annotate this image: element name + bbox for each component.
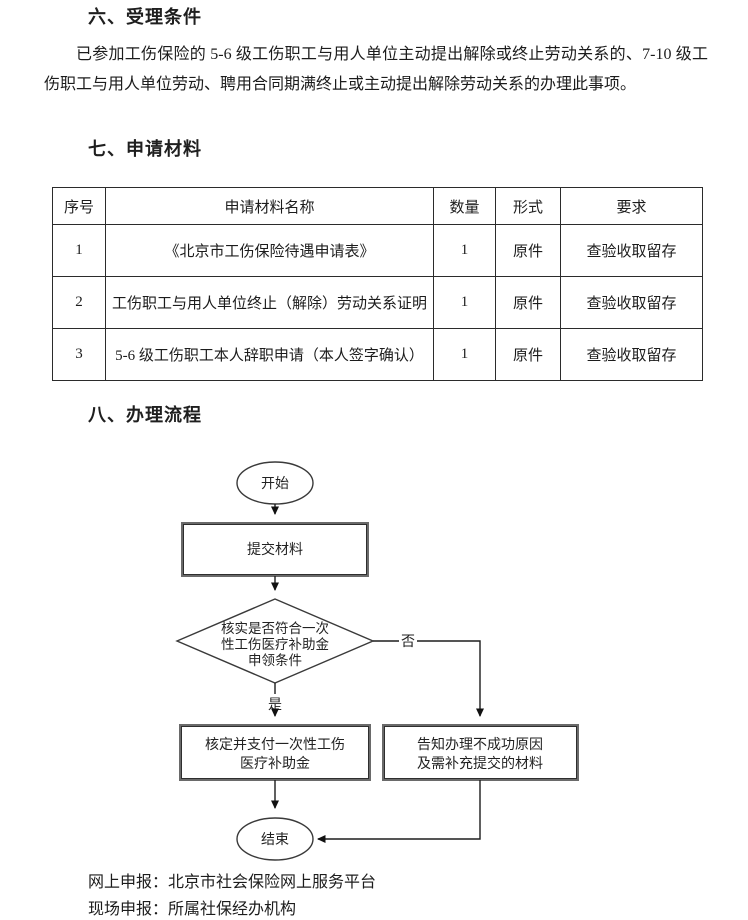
table-row: 2 工伤职工与用人单位终止（解除）劳动关系证明 1 原件 查验收取留存: [52, 276, 703, 329]
cell-requirement: 查验收取留存: [560, 224, 703, 277]
flow-start-label: 开始: [261, 476, 289, 492]
flow-decision-line1: 核实是否符合一次: [221, 621, 329, 636]
flow-return-line: [317, 780, 481, 843]
flow-approve-line2: 医疗补助金: [240, 756, 310, 772]
flow-inform-node-border: [384, 726, 577, 779]
cell-quantity: 1: [433, 224, 496, 277]
flow-submit-node: [181, 522, 369, 577]
flow-approve-node: [179, 724, 371, 781]
col-header-form: 形式: [495, 187, 561, 225]
flow-inform-line1: 告知办理不成功原因: [417, 736, 543, 753]
cell-form: 原件: [495, 328, 561, 381]
cell-quantity: 1: [433, 328, 496, 381]
section-heading-application-materials: 七、申请材料: [88, 139, 202, 160]
cell-requirement: 查验收取留存: [560, 276, 703, 329]
flow-decision-line3: 申领条件: [248, 652, 302, 668]
table-row: 1 《北京市工伤保险待遇申请表》 1 原件 查验收取留存: [52, 224, 703, 277]
process-flowchart: 开始 提交材料 核实是否符合一次 性工伤医疗补助金 申领条件 否 是 核定并支付…: [175, 461, 579, 861]
cell-material-name: 5-6 级工伤职工本人辞职申请（本人签字确认）: [105, 328, 434, 381]
cell-form: 原件: [495, 224, 561, 277]
flow-inform-line2: 及需补充提交的材料: [417, 755, 543, 772]
section-heading-process-flow: 八、办理流程: [88, 405, 202, 426]
table-row: 3 5-6 级工伤职工本人辞职申请（本人签字确认） 1 原件 查验收取留存: [52, 328, 703, 381]
flow-approve-line1: 核定并支付一次性工伤: [205, 737, 345, 753]
flow-no-line: [417, 640, 484, 717]
onsite-filing-note: 现场申报：所属社保经办机构: [88, 901, 297, 918]
cell-no: 3: [52, 328, 106, 381]
cell-material-name: 《北京市工伤保险待遇申请表》: [105, 224, 434, 277]
flow-yes-label: 是: [268, 698, 282, 713]
cell-quantity: 1: [433, 276, 496, 329]
cell-material-name: 工伤职工与用人单位终止（解除）劳动关系证明: [105, 276, 434, 329]
col-header-material-name: 申请材料名称: [105, 187, 434, 225]
cell-no: 2: [52, 276, 106, 329]
cell-requirement: 查验收取留存: [560, 328, 703, 381]
flow-no-label: 否: [401, 635, 415, 650]
flow-submit-label: 提交材料: [247, 541, 303, 558]
flow-end-node: [236, 817, 314, 861]
online-filing-note: 网上申报：北京市社会保险网上服务平台: [88, 874, 377, 891]
table-header-row: 序号 申请材料名称 数量 形式 要求: [52, 187, 703, 225]
flow-decision-line2: 性工伤医疗补助金: [221, 637, 329, 652]
flow-approve-node-border: [181, 726, 369, 779]
col-header-requirement: 要求: [560, 187, 703, 225]
flow-submit-node-border: [183, 524, 367, 575]
cell-no: 1: [52, 224, 106, 277]
section-heading-acceptance-conditions: 六、受理条件: [88, 7, 202, 28]
col-header-quantity: 数量: [433, 187, 496, 225]
flow-end-label: 结束: [261, 832, 289, 848]
acceptance-conditions-paragraph: 已参加工伤保险的 5-6 级工伤职工与用人单位主动提出解除或终止劳动关系的、7-…: [44, 46, 708, 93]
application-materials-table: 序号 申请材料名称 数量 形式 要求 1 《北京市工伤保险待遇申请表》 1 原件…: [52, 187, 703, 381]
cell-form: 原件: [495, 276, 561, 329]
col-header-no: 序号: [52, 187, 106, 225]
